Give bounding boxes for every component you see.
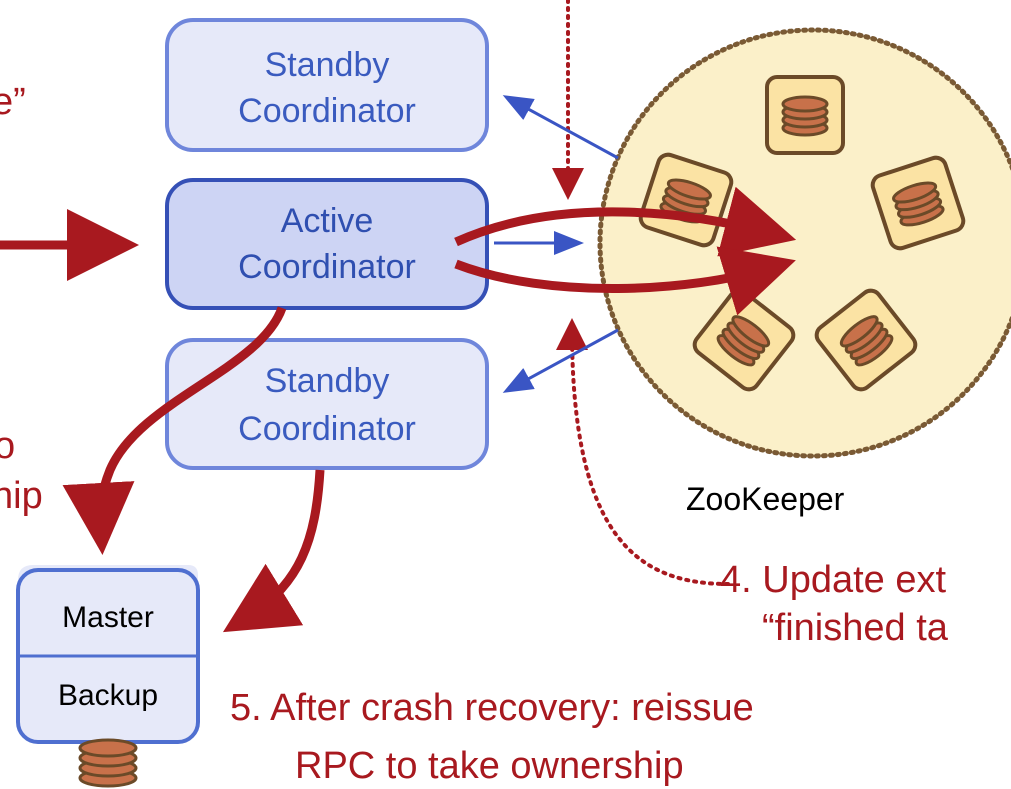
red-arrow-active-to-zk-upper: [454, 186, 797, 257]
standby-coordinator-bottom: Standby Coordinator: [165, 338, 489, 470]
standby-coordinator-top: Standby Coordinator: [165, 18, 489, 152]
dotted-arrow-step4: [556, 318, 730, 586]
annotation-step4-line1: 4. Update ext: [720, 559, 946, 601]
active-line2: Coordinator: [238, 248, 416, 286]
zookeeper-server-tile: [765, 75, 845, 155]
annotation-step4-line2: “finished ta: [762, 607, 949, 649]
disk-stack-icon: [659, 178, 712, 224]
disk-stack-icon: [892, 181, 945, 227]
annotation-ownership-line2: hip: [0, 475, 43, 517]
zookeeper-server-tile: [814, 288, 918, 392]
disk-stack-icon: [716, 315, 771, 367]
blue-arrow-zk-to-standby-top: [502, 95, 619, 160]
active-line1: Active: [281, 202, 374, 240]
master-backup-server: Master Backup: [16, 565, 200, 788]
standby-top-line1: Standby: [265, 46, 390, 84]
active-coordinator: Active Coordinator: [165, 178, 489, 310]
standby-bottom-line1: Standby: [265, 362, 390, 400]
disk-stack-icon: [78, 738, 138, 788]
standby-top-line2: Coordinator: [238, 92, 416, 130]
zookeeper-server-tile: [870, 155, 966, 251]
annotation-ownership-line1: o: [0, 425, 15, 467]
standby-bottom-line2: Coordinator: [238, 410, 416, 448]
zookeeper-cluster: [597, 27, 1011, 459]
red-arrow-active-to-zk-lower: [454, 246, 796, 316]
red-arrow-active-to-master: [62, 306, 287, 555]
zookeeper-label: ZooKeeper: [686, 481, 845, 517]
blue-arrow-zk-to-standby-bottom: [502, 328, 619, 393]
annotation-step5-line1: 5. After crash recovery: reissue: [230, 687, 754, 729]
red-arrow-standby-to-master: [222, 469, 325, 633]
disk-stack-icon: [781, 95, 829, 137]
annotation-step5-line2: RPC to take ownership: [295, 745, 684, 787]
master-label: Master: [62, 601, 154, 634]
backup-label: Backup: [58, 679, 158, 712]
disk-stack-icon: [839, 315, 894, 367]
annotation-quote-fragment: e”: [0, 81, 26, 123]
